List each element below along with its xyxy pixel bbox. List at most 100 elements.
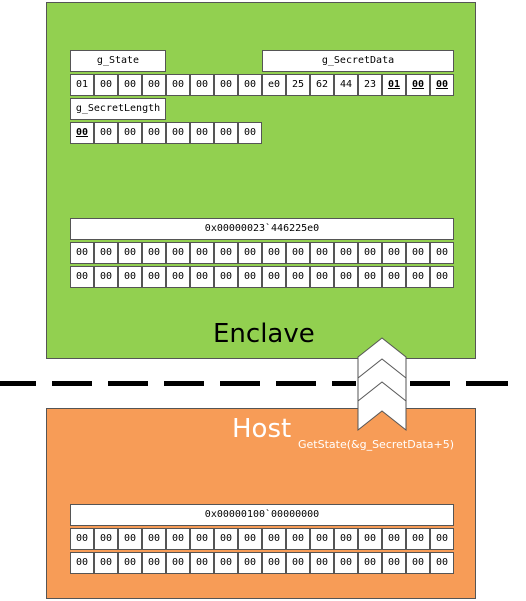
host-page-byte: 00 bbox=[238, 552, 262, 574]
host-page-byte: 00 bbox=[118, 528, 142, 550]
host-page-byte: 00 bbox=[214, 552, 238, 574]
g-secretlength-byte: 00 bbox=[118, 122, 142, 144]
enclave-page-byte: 00 bbox=[310, 242, 334, 264]
enclave-page-byte: 00 bbox=[214, 242, 238, 264]
g-secretlength-byte: 00 bbox=[238, 122, 262, 144]
host-page-byte: 00 bbox=[70, 528, 94, 550]
host-page-byte: 00 bbox=[118, 552, 142, 574]
enclave-page-byte: 00 bbox=[94, 266, 118, 288]
host-page-byte: 00 bbox=[382, 552, 406, 574]
enclave-page-byte: 00 bbox=[262, 266, 286, 288]
host-page-byte: 00 bbox=[310, 552, 334, 574]
g-state-byte: 00 bbox=[166, 74, 190, 96]
host-page-byte: 00 bbox=[406, 528, 430, 550]
boundary-dash bbox=[52, 381, 92, 386]
enclave-page-byte: 00 bbox=[334, 266, 358, 288]
host-page-byte: 00 bbox=[214, 528, 238, 550]
enclave-page-byte: 00 bbox=[118, 266, 142, 288]
host-page-byte: 00 bbox=[166, 552, 190, 574]
g-state-byte: 00 bbox=[190, 74, 214, 96]
enclave-page-byte: 00 bbox=[430, 242, 454, 264]
host-page-byte: 00 bbox=[166, 528, 190, 550]
enclave-page-byte: 00 bbox=[358, 266, 382, 288]
enclave-page-byte: 00 bbox=[334, 242, 358, 264]
g-secretdata-byte: 01 bbox=[382, 74, 406, 96]
enclave-page-byte: 00 bbox=[406, 266, 430, 288]
g-state-byte: 00 bbox=[94, 74, 118, 96]
g-state-byte: 00 bbox=[238, 74, 262, 96]
enclave-page-byte: 00 bbox=[142, 242, 166, 264]
g-secretlength-byte: 00 bbox=[70, 122, 94, 144]
enclave-page-byte: 00 bbox=[430, 266, 454, 288]
host-page-byte: 00 bbox=[406, 552, 430, 574]
enclave-page-byte: 00 bbox=[166, 242, 190, 264]
enclave-page-byte: 00 bbox=[382, 242, 406, 264]
g-secretdata-label: g_SecretData bbox=[262, 50, 454, 72]
boundary-dash bbox=[332, 381, 356, 386]
g-state-byte: 00 bbox=[142, 74, 166, 96]
enclave-page-byte: 00 bbox=[238, 266, 262, 288]
boundary-dash bbox=[276, 381, 316, 386]
g-secretlength-label: g_SecretLength bbox=[70, 98, 166, 120]
boundary-dash bbox=[466, 381, 508, 386]
enclave-page-byte: 00 bbox=[286, 266, 310, 288]
g-secretdata-byte: 62 bbox=[310, 74, 334, 96]
enclave-page-byte: 00 bbox=[190, 242, 214, 264]
enclave-page-address: 0x00000023`446225e0 bbox=[70, 218, 454, 240]
getstate-call-label: GetState(&g_SecretData+5) bbox=[298, 438, 455, 451]
g-state-byte: 00 bbox=[214, 74, 238, 96]
boundary-dash bbox=[164, 381, 204, 386]
enclave-page-byte: 00 bbox=[190, 266, 214, 288]
enclave-page-byte: 00 bbox=[238, 242, 262, 264]
host-label: Host bbox=[232, 414, 292, 444]
host-page-byte: 00 bbox=[430, 528, 454, 550]
host-page-byte: 00 bbox=[190, 528, 214, 550]
enclave-page-byte: 00 bbox=[166, 266, 190, 288]
enclave-page-byte: 00 bbox=[358, 242, 382, 264]
host-page-byte: 00 bbox=[310, 528, 334, 550]
host-page-byte: 00 bbox=[70, 552, 94, 574]
host-page-byte: 00 bbox=[262, 552, 286, 574]
g-secretlength-byte: 00 bbox=[166, 122, 190, 144]
enclave-page-byte: 00 bbox=[382, 266, 406, 288]
g-state-byte: 01 bbox=[70, 74, 94, 96]
g-secretdata-byte: 23 bbox=[358, 74, 382, 96]
host-page-byte: 00 bbox=[358, 552, 382, 574]
g-state-label: g_State bbox=[70, 50, 166, 72]
g-secretlength-byte: 00 bbox=[190, 122, 214, 144]
host-page-byte: 00 bbox=[430, 552, 454, 574]
host-page-byte: 00 bbox=[382, 528, 406, 550]
enclave-page-byte: 00 bbox=[70, 242, 94, 264]
host-page-byte: 00 bbox=[238, 528, 262, 550]
host-page-byte: 00 bbox=[94, 552, 118, 574]
g-secretlength-byte: 00 bbox=[142, 122, 166, 144]
enclave-page-byte: 00 bbox=[286, 242, 310, 264]
g-secretdata-byte: 00 bbox=[430, 74, 454, 96]
enclave-page-byte: 00 bbox=[262, 242, 286, 264]
enclave-page-byte: 00 bbox=[142, 266, 166, 288]
boundary-dash bbox=[0, 381, 36, 386]
host-page-byte: 00 bbox=[94, 528, 118, 550]
enclave-page-byte: 00 bbox=[214, 266, 238, 288]
enclave-label: Enclave bbox=[213, 319, 315, 349]
enclave-page-byte: 00 bbox=[70, 266, 94, 288]
g-secretdata-byte: 00 bbox=[406, 74, 430, 96]
enclave-page-byte: 00 bbox=[406, 242, 430, 264]
enclave-page-byte: 00 bbox=[310, 266, 334, 288]
host-page-byte: 00 bbox=[286, 552, 310, 574]
host-page-address: 0x00000100`00000000 bbox=[70, 504, 454, 526]
boundary-dash bbox=[220, 381, 260, 386]
host-page-byte: 00 bbox=[142, 528, 166, 550]
host-page-byte: 00 bbox=[190, 552, 214, 574]
g-secretdata-byte: e0 bbox=[262, 74, 286, 96]
enclave-page-byte: 00 bbox=[94, 242, 118, 264]
enclave-page-byte: 00 bbox=[118, 242, 142, 264]
g-state-byte: 00 bbox=[118, 74, 142, 96]
host-page-byte: 00 bbox=[286, 528, 310, 550]
g-secretlength-byte: 00 bbox=[214, 122, 238, 144]
host-page-byte: 00 bbox=[142, 552, 166, 574]
g-secretlength-byte: 00 bbox=[94, 122, 118, 144]
boundary-dash bbox=[410, 381, 450, 386]
host-page-byte: 00 bbox=[334, 528, 358, 550]
